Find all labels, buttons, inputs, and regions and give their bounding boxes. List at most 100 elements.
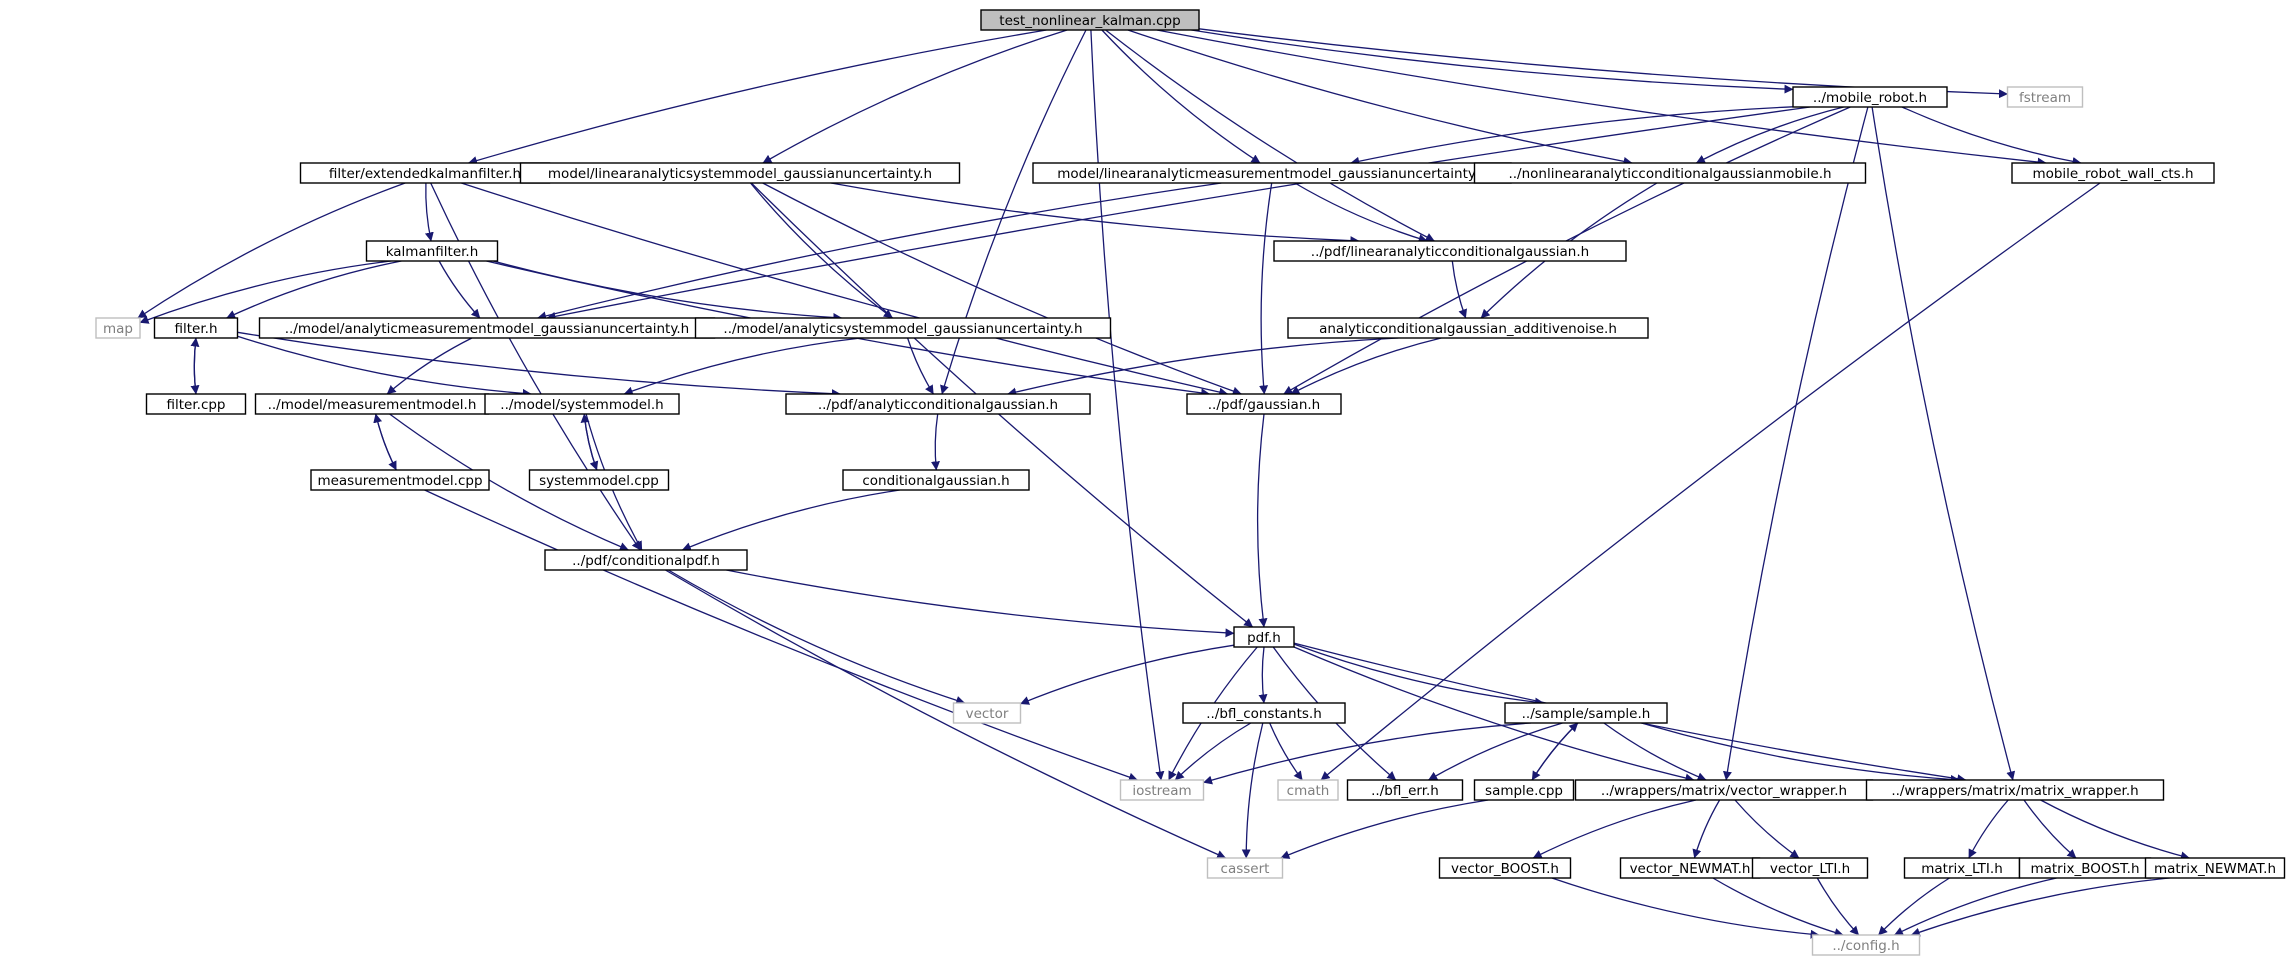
node-label: map [103, 321, 133, 337]
edge-measurementmodel-cpp-to-up-model-measurementmodel-h [373, 413, 397, 471]
edge-test-nonlinear-kalman-cpp-to-filter-extendedkalmanfilter-h [468, 29, 1047, 165]
edge-test-nonlinear-kalman-cpp-to-up-pdf-analyticconditionalgaussian-h [940, 29, 1087, 395]
node-box [145, 393, 247, 415]
node-label: ../pdf/analyticconditionalgaussian.h [818, 397, 1058, 413]
edge-up-wrappers-matrix-vector-wrapper-h-to-vector-newmat-h [1692, 799, 1721, 859]
edge-filter-extendedkalmanfilter-h-to-kalmanfilter-h [424, 182, 434, 242]
node-up-wrappers-matrix-vector-wrapper-h: ../wrappers/matrix/vector_wrapper.h [1574, 779, 1874, 801]
edge-matrix-lti-h-to-up-config-h [1878, 877, 1950, 936]
node-box [2011, 162, 2215, 184]
node-conditionalgaussian-h: conditionalgaussian.h [842, 469, 1030, 491]
edge-filter-h-to-up-pdf-analyticconditionalgaussian-h [237, 331, 841, 399]
node-up-nonlinearanalyticconditionalgaussianmobile-h: ../nonlinearanalyticconditionalgaussianm… [1473, 162, 1867, 184]
node-analyticconditionalgaussian-additivenoise-h: analyticconditionalgaussian_additivenois… [1287, 317, 1649, 339]
node-vector-lti-h: vector_LTI.h [1751, 857, 1869, 879]
node-filter-extendedkalmanfilter-h: filter/extendedkalmanfilter.h [299, 162, 551, 184]
node-box [2144, 857, 2286, 879]
node-box [310, 469, 490, 491]
edge-kalmanfilter-h-to-filter-h [226, 260, 402, 319]
node-label: ../pdf/conditionalpdf.h [572, 553, 720, 569]
edge-kalmanfilter-h-to-up-model-analyticsystemmodel-gaussianuncertainty-h [493, 260, 843, 322]
node-up-model-measurementmodel-h: ../model/measurementmodel.h [254, 393, 490, 415]
edge-up-wrappers-matrix-vector-wrapper-h-to-vector-lti-h [1734, 799, 1800, 859]
node-label: ../model/analyticmeasurementmodel_gaussi… [285, 321, 690, 337]
node-label: filter.cpp [166, 397, 225, 413]
node-up-bfl-constants-h: ../bfl_constants.h [1182, 702, 1346, 724]
node-label: vector_LTI.h [1770, 861, 1850, 877]
node-label: sample.cpp [1485, 783, 1563, 799]
edge-up-sample-sample-h-to-sample-cpp [1531, 722, 1579, 781]
edge-systemmodel-cpp-to-up-model-systemmodel-h [580, 413, 598, 471]
node-box [153, 317, 239, 339]
edge-up-model-analyticsystemmodel-gaussianuncertainty-h-to-up-pdf-analyticconditionalgaussian-h [906, 337, 934, 395]
node-sample-cpp: sample.cpp [1473, 779, 1575, 801]
node-iostream: iostream [1119, 779, 1205, 801]
edge-vector-lti-h-to-up-config-h [1816, 877, 1860, 936]
node-kalmanfilter-h: kalmanfilter.h [365, 240, 499, 262]
node-mobile-robot-wall-cts-h: mobile_robot_wall_cts.h [2011, 162, 2215, 184]
node-box [1287, 317, 1649, 339]
edge-up-sample-sample-h-to-up-wrappers-matrix-vector-wrapper-h [1603, 722, 1707, 781]
node-label: systemmodel.cpp [539, 473, 659, 489]
node-label: mobile_robot_wall_cts.h [2032, 166, 2193, 182]
edge-vector-newmat-h-to-up-config-h [1712, 877, 1844, 937]
node-box [952, 702, 1022, 724]
node-box [694, 317, 1112, 339]
edge-test-nonlinear-kalman-cpp-to-fstream [1198, 28, 2008, 99]
edge-test-nonlinear-kalman-cpp-to-up-mobile-robot-h [1191, 29, 1794, 94]
node-up-pdf-gaussian-h: ../pdf/gaussian.h [1186, 393, 1342, 415]
edge-up-mobile-robot-h-to-up-wrappers-matrix-matrix-wrapper-h [1871, 106, 2016, 781]
edge-up-model-analyticmeasurementmodel-gaussianuncertainty-h-to-up-model-measurementmodel-h [386, 337, 473, 395]
node-box [484, 393, 680, 415]
node-label: cassert [1221, 861, 1270, 877]
node-up-config-h: ../config.h [1811, 934, 1921, 956]
node-layer: test_nonlinear_kalman.cpp../mobile_robot… [95, 9, 2286, 956]
node-up-model-analyticsystemmodel-gaussianuncertainty-h: ../model/analyticsystemmodel_gaussianunc… [694, 317, 1112, 339]
edge-up-mobile-robot-h-to-up-model-analyticmeasurementmodel-gaussianuncertainty-h [546, 106, 1811, 321]
edge-up-wrappers-matrix-matrix-wrapper-h-to-matrix-newmat-h [2040, 799, 2190, 861]
edge-pdf-h-to-vector [1020, 644, 1235, 705]
edge-up-wrappers-matrix-vector-wrapper-h-to-vector-boost-h [1532, 799, 1697, 859]
edge-up-pdf-analyticconditionalgaussian-h-to-conditionalgaussian-h [931, 413, 940, 471]
node-label: test_nonlinear_kalman.cpp [999, 13, 1180, 29]
node-label: vector_NEWMAT.h [1630, 861, 1751, 877]
node-box [1811, 934, 1921, 956]
edge-matrix-boost-h-to-up-config-h [1893, 877, 2057, 936]
edge-up-wrappers-matrix-matrix-wrapper-h-to-matrix-lti-h [1968, 799, 2009, 859]
node-pdf-h: pdf.h [1233, 626, 1295, 648]
node-label: ../pdf/gaussian.h [1208, 397, 1320, 413]
edge-mobile-robot-wall-cts-h-to-cmath [1320, 182, 2101, 781]
node-model-linearanalyticmeasurementmodel-gaussianuncertainty-h: model/linearanalyticmeasurementmodel_gau… [1032, 162, 1512, 184]
node-map: map [95, 317, 141, 339]
edge-pdf-h-to-up-sample-sample-h [1293, 643, 1545, 707]
node-box [544, 549, 748, 571]
node-label: kalmanfilter.h [386, 244, 479, 260]
edge-up-sample-sample-h-to-up-wrappers-matrix-matrix-wrapper-h [1641, 722, 1960, 784]
node-label: measurementmodel.cpp [317, 473, 482, 489]
edge-model-linearanalyticsystemmodel-gaussianuncertainty-h-to-up-pdf-gaussian-h [762, 182, 1242, 396]
node-up-sample-sample-h: ../sample/sample.h [1504, 702, 1668, 724]
edge-layer [137, 28, 2190, 939]
node-box [1751, 857, 1869, 879]
node-box [1233, 626, 1295, 648]
node-test-nonlinear-kalman-cpp: test_nonlinear_kalman.cpp [980, 9, 1200, 31]
node-box [2006, 86, 2084, 108]
node-label: iostream [1132, 783, 1191, 799]
node-label: ../wrappers/matrix/vector_wrapper.h [1601, 783, 1847, 799]
node-box [1438, 857, 1572, 879]
node-systemmodel-cpp: systemmodel.cpp [528, 469, 670, 491]
node-up-pdf-analyticconditionalgaussian-h: ../pdf/analyticconditionalgaussian.h [785, 393, 1091, 415]
node-up-pdf-conditionalpdf-h: ../pdf/conditionalpdf.h [544, 549, 748, 571]
edge-test-nonlinear-kalman-cpp-to-iostream [1090, 29, 1165, 781]
edge-up-mobile-robot-h-to-up-nonlinearanalyticconditionalgaussianmobile-h [1695, 106, 1844, 164]
edge-filter-cpp-to-filter-h [190, 337, 200, 395]
node-label: ../bfl_err.h [1371, 783, 1439, 799]
edge-up-sample-sample-h-to-up-bfl-err-h [1428, 722, 1563, 781]
node-box [785, 393, 1091, 415]
node-label: ../pdf/linearanalyticconditionalgaussian… [1311, 244, 1589, 260]
edge-test-nonlinear-kalman-cpp-to-up-nonlinearanalyticconditionalgaussianmobile-h [1127, 29, 1633, 166]
edge-model-linearanalyticmeasurementmodel-gaussianuncertainty-h-to-up-model-analyticmeasurementmodel-gaussianuncertainty-h [537, 182, 1222, 321]
node-fstream: fstream [2006, 86, 2084, 108]
node-box [842, 469, 1030, 491]
node-box [365, 240, 499, 262]
